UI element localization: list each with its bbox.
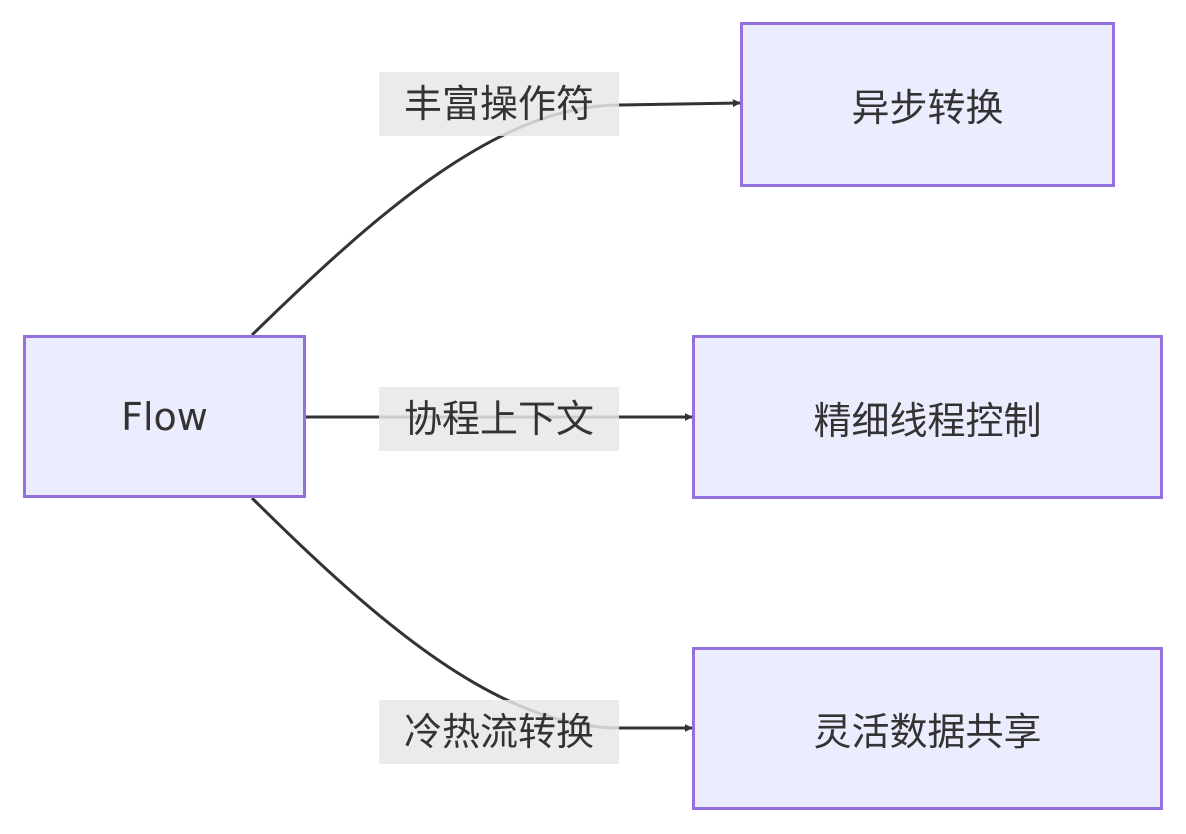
node-flow[interactable]: Flow <box>23 335 306 498</box>
edge-label-top: 丰富操作符 <box>379 72 619 136</box>
edge-flow-to-share <box>250 496 693 732</box>
edge-label-middle: 协程上下文 <box>379 387 619 451</box>
edge-label-bottom: 冷热流转换 <box>379 700 619 764</box>
node-async-transform[interactable]: 异步转换 <box>740 22 1115 187</box>
edge-flow-to-async <box>250 99 741 337</box>
node-data-sharing[interactable]: 灵活数据共享 <box>692 647 1163 810</box>
node-thread-control[interactable]: 精细线程控制 <box>692 335 1163 499</box>
